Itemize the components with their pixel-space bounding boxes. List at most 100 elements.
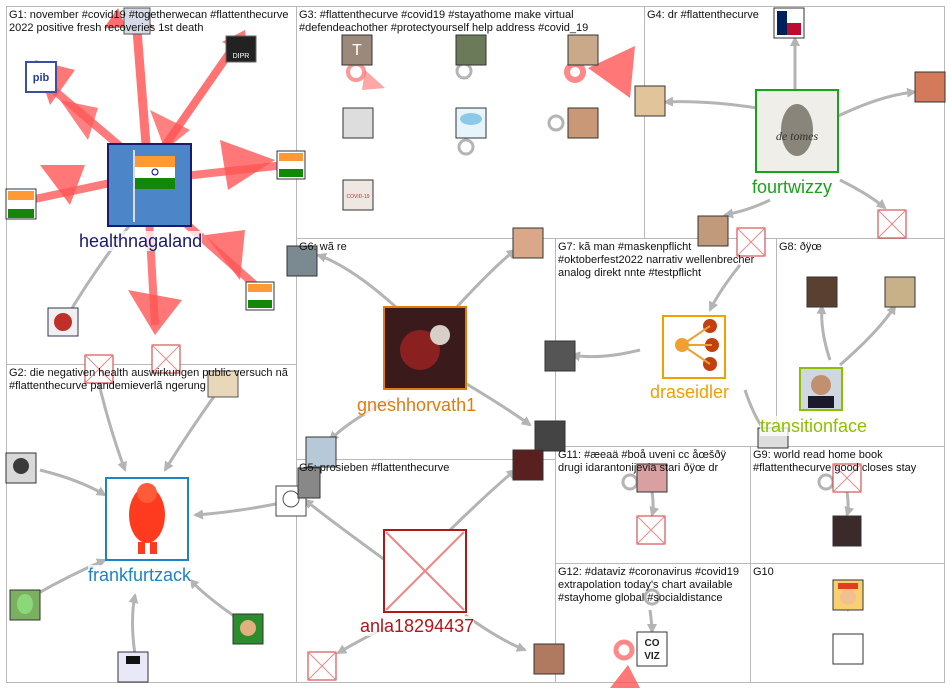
avatar-covid-text: COVID-19 (346, 194, 369, 200)
avatar (534, 420, 566, 452)
broken-x (877, 209, 907, 239)
avatar-logo-text: pib (33, 72, 50, 84)
texas-flag-white (787, 11, 801, 23)
flag-chakra (151, 168, 159, 176)
avatar (832, 633, 864, 665)
self-loop (621, 473, 639, 491)
avatar-nodes[interactable]: pib DIPR (5, 7, 946, 683)
broken-x (736, 227, 766, 257)
hub-name-transitionface[interactable]: transitionface (760, 416, 868, 436)
avatar-face (840, 589, 856, 605)
edge (708, 264, 742, 312)
broken-x (832, 463, 862, 493)
coviz-text-top: CO (645, 638, 660, 649)
avatar (832, 515, 862, 547)
group-label-g5: G5: prosieben #flattenthecurve (299, 462, 450, 474)
avatar (117, 651, 149, 683)
cloud-icon (460, 113, 482, 125)
arrowhead (220, 140, 275, 190)
avatar (697, 215, 729, 247)
group-label-g4: G4: dr #flattenthecurve (647, 9, 759, 21)
edge (163, 394, 217, 472)
arrowhead (362, 70, 385, 90)
broken-x (636, 515, 666, 545)
avatar-emblem (54, 313, 72, 331)
grid-frame (6, 6, 945, 683)
avatar (636, 631, 668, 667)
edge (829, 87, 917, 122)
avatar (806, 276, 838, 308)
flag-band (135, 167, 175, 178)
avatar (544, 340, 576, 372)
self-loop (547, 114, 565, 132)
flag-band (248, 300, 272, 308)
cat-sketch (781, 104, 813, 156)
avatar (225, 35, 257, 63)
arrowhead (128, 290, 182, 335)
hub-name-fourtwizzy[interactable]: fourtwizzy (752, 177, 833, 197)
group-label-g12: G12: #dataviz #coronavirus #covid19 extr… (558, 566, 739, 604)
hub-name-healthnagaland[interactable]: healthnagaland (79, 231, 203, 251)
coviz-text-bottom: VIZ (644, 651, 660, 662)
edge (96, 379, 127, 472)
edge (723, 198, 771, 219)
group-label-g1: G1: november #covid19 #togetherwecan #fl… (9, 9, 289, 34)
edge (34, 558, 107, 597)
arrowhead (104, 8, 126, 28)
edge (646, 609, 657, 634)
self-loop (457, 138, 475, 156)
flag-band (8, 209, 34, 218)
texas-flag-blue (777, 11, 787, 35)
avatar (286, 245, 318, 277)
edge (839, 304, 897, 367)
flag-band (279, 153, 303, 161)
edge (570, 348, 641, 362)
broken-x (385, 531, 465, 611)
group-label-g11: G11: #æeaä #boå uveni cc åœšðÿ drugi ida… (558, 449, 726, 474)
edge (663, 96, 771, 112)
group-label-g2: G2: die negativen health auswirkungen pu… (9, 367, 288, 392)
avatar (123, 7, 151, 35)
arrowhead (150, 110, 190, 150)
hub-photo-shape (430, 325, 450, 345)
self-loop (643, 588, 661, 606)
self-loop (455, 62, 473, 80)
broken-x (307, 651, 337, 681)
molecule-bond (681, 325, 711, 346)
flag-band (248, 284, 272, 292)
hub-name-frankfurtzack[interactable]: frankfurtzack (88, 565, 192, 585)
group-label-g8: G8: ðÿœ (779, 241, 822, 253)
avatar (455, 34, 487, 66)
avatar (533, 643, 565, 675)
avatar (341, 34, 373, 66)
avatar-dipr-text: DIPR (233, 53, 250, 60)
avatar (297, 467, 321, 499)
hazmat-head (137, 483, 157, 503)
avatar (512, 449, 544, 481)
hazmat-suit (129, 487, 165, 543)
edge (816, 304, 832, 361)
texas-flag-red (787, 23, 801, 35)
hub-name-gneshhorvath1[interactable]: gneshhorvath1 (357, 395, 477, 415)
hub-name-anla18294437[interactable]: anla18294437 (360, 616, 475, 636)
avatar-shirt (808, 396, 834, 408)
self-loop (817, 473, 835, 491)
avatar-hat (838, 583, 858, 589)
avatar-hat (126, 656, 140, 664)
self-loop (564, 61, 586, 83)
hub-name-draseidler[interactable]: draseidler (650, 382, 730, 402)
hub-avatar-fourtwizzy (755, 89, 839, 173)
arrowhead (205, 230, 245, 280)
avatar (634, 85, 666, 117)
group-grid (6, 6, 945, 683)
avatar (512, 227, 544, 259)
edge (39, 468, 107, 497)
flag-band (135, 178, 175, 189)
molecule-bond (681, 344, 711, 365)
avatar-face (13, 458, 29, 474)
avatar-face (811, 375, 831, 395)
avatar (207, 370, 239, 398)
avatar (342, 179, 374, 211)
hazmat-leg (138, 542, 145, 554)
